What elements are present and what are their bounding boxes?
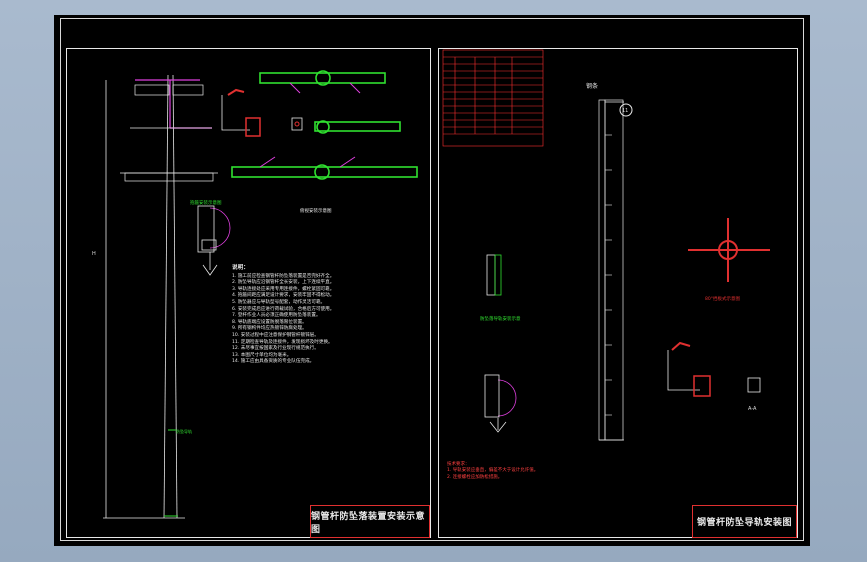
- pole-marks: [164, 429, 178, 517]
- notes-title: 说明：: [232, 265, 249, 271]
- note-line: 2. 防坠导轨应沿钢管杆全长安装，上下连续平直。: [232, 280, 335, 286]
- right-bracket: [667, 341, 761, 397]
- hoop-label: 抱箍安装示意图: [190, 201, 222, 206]
- right-notes-block: 技术要求： 1. 导轨安装应垂直，偏差不大于设计允许值。 2. 连接螺栓应加防松…: [447, 462, 627, 481]
- note-line: 1. 施工前应检查钢管杆防坠落装置是否完好齐全。: [232, 273, 335, 279]
- bracket-detail: [221, 88, 303, 137]
- svg-text:防坠导轨: 防坠导轨: [176, 428, 192, 434]
- note-line: 12. 未尽事宜按国家及行业现行规范执行。: [232, 346, 319, 352]
- note-line: 13. 本图尺寸单位均为毫米。: [232, 352, 292, 358]
- section-label: 俯视安装示意图: [300, 209, 332, 214]
- svg-text:防坠落导轨安装示意: 防坠落导轨安装示意: [480, 315, 521, 322]
- left-title-block: 钢管杆防坠落装置安装示意图: [310, 505, 430, 538]
- note-line: 6. 安装完成后应进行荷载试验，合格后方可使用。: [232, 306, 335, 312]
- right-title-block: 钢管杆防坠导轨安装图: [692, 505, 797, 538]
- drawing-sheet: [54, 15, 810, 546]
- svg-text:11: 11: [622, 108, 628, 114]
- drawing-frame: [60, 18, 804, 541]
- note-line: 5. 防坠器应与导轨型号配套，动作灵活可靠。: [232, 299, 326, 305]
- hoop-detail: [197, 205, 231, 276]
- right-notes-title: 技术要求：: [447, 462, 470, 467]
- note-line: 8. 导轨底端应设置防脱落限位装置。: [232, 319, 307, 325]
- right-note-line: 2. 连接螺栓应加防松措施。: [447, 474, 503, 480]
- note-line: 9. 所有钢构件均应热镀锌防腐处理。: [232, 326, 307, 332]
- svg-text:80°挡板式示意图: 80°挡板式示意图: [705, 295, 740, 302]
- cross-section: [688, 218, 770, 282]
- right-note-line: 1. 导轨安装应垂直，偏差不大于设计允许值。: [447, 468, 539, 474]
- note-line: 7. 登杆作业人员必须正确使用防坠落装置。: [232, 313, 321, 319]
- svg-text:A-A: A-A: [748, 406, 757, 412]
- notes-block: 说明： 1. 施工前应检查钢管杆防坠落装置是否完好齐全。 2. 防坠导轨应沿钢管…: [232, 265, 382, 366]
- svg-text:H: H: [92, 251, 96, 257]
- note-line: 11. 定期检查导轨及连接件，发现损坏及时更换。: [232, 339, 333, 345]
- right-panel: [438, 48, 798, 538]
- small-rail-detail: [486, 254, 502, 296]
- rail-detail-top: [231, 70, 418, 180]
- mark-11: [619, 103, 633, 117]
- note-line: 3. 导轨连接处应采用专用连接件，螺栓紧固可靠。: [232, 286, 335, 292]
- svg-text:钢条: 钢条: [586, 82, 598, 90]
- parts-table: [442, 49, 544, 147]
- note-line: 4. 抱箍间距应满足设计要求，安装牢固不得松动。: [232, 293, 335, 299]
- steel-pole: [103, 74, 185, 519]
- note-line: 10. 安装过程中应注意保护钢管杆镀锌层。: [232, 332, 319, 338]
- right-hoop: [484, 374, 517, 433]
- left-panel: [66, 48, 431, 538]
- note-line: 14. 施工应由具备资质的专业队伍完成。: [232, 359, 315, 365]
- rail-elevation: [598, 99, 624, 441]
